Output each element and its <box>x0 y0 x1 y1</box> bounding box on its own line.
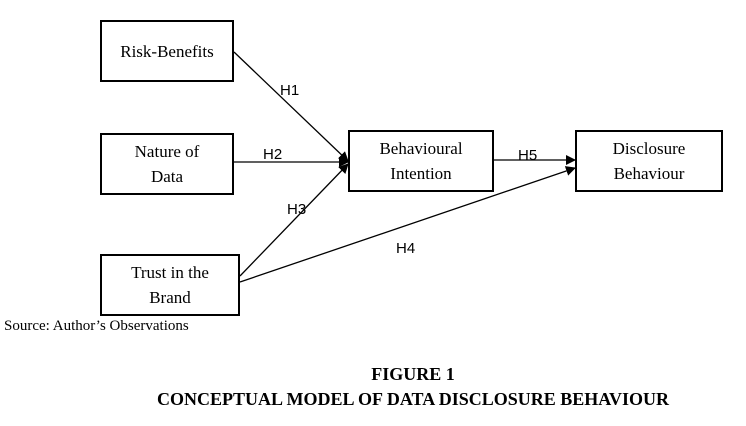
node-risk-benefits: Risk-Benefits <box>100 20 234 82</box>
node-nature-of-data: Nature of Data <box>100 133 234 195</box>
label-h4: H4 <box>396 240 415 257</box>
edge-h3 <box>239 163 349 277</box>
label-h5: H5 <box>518 147 537 164</box>
label-h2: H2 <box>263 146 282 163</box>
edge-h4 <box>239 166 576 283</box>
node-disclosure-behaviour: Disclosure Behaviour <box>575 130 723 192</box>
source-note: Source: Author’s Observations <box>4 318 189 334</box>
label-h3: H3 <box>287 201 306 218</box>
label-h1: H1 <box>280 82 299 99</box>
edge-h1 <box>233 51 349 162</box>
node-behavioural-intention: Behavioural Intention <box>348 130 494 192</box>
node-trust-in-brand: Trust in the Brand <box>100 254 240 316</box>
figure-number: FIGURE 1 <box>371 364 455 384</box>
figure-title: CONCEPTUAL MODEL OF DATA DISCLOSURE BEHA… <box>157 389 669 409</box>
